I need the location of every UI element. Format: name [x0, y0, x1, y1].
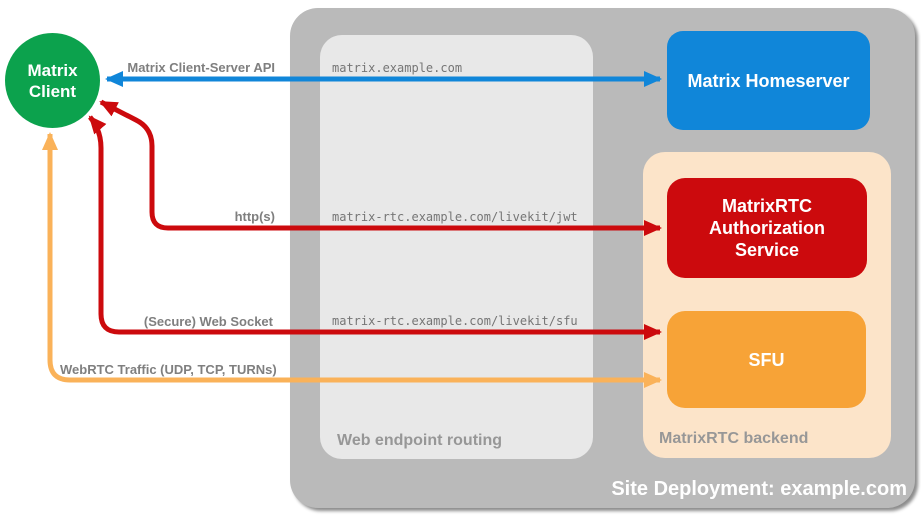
arrow-label-matrix-client-server-api: Matrix Client-Server API: [127, 60, 275, 75]
matrixrtc-backend-caption: MatrixRTC backend: [659, 430, 809, 447]
site-deployment-caption: Site Deployment: example.com: [611, 478, 907, 500]
arrow-label-https: http(s): [234, 209, 275, 224]
endpoint-livekit-sfu: matrix-rtc.example.com/livekit/sfu: [332, 314, 578, 328]
matrixrtc-authorization-service-node: MatrixRTC Authorization Service: [667, 178, 867, 278]
web-endpoint-routing-box: [320, 35, 593, 459]
matrix-homeserver-node: Matrix Homeserver: [667, 31, 870, 130]
matrix-client-label-line2: Client: [28, 81, 77, 101]
endpoint-matrix-example-com: matrix.example.com: [332, 61, 463, 75]
sfu-node: SFU: [667, 311, 866, 408]
matrix-homeserver-label: Matrix Homeserver: [687, 70, 850, 91]
arrow-label-secure-web-socket: (Secure) Web Socket: [143, 314, 273, 329]
matrixrtc-authorization-service-label: MatrixRTC Authorization Service: [709, 196, 825, 260]
endpoint-livekit-jwt: matrix-rtc.example.com/livekit/jwt: [332, 210, 578, 224]
sfu-label: SFU: [748, 349, 785, 370]
matrix-client-label-line1: Matrix: [27, 60, 78, 80]
web-endpoint-routing-caption: Web endpoint routing: [337, 432, 503, 449]
matrix-client-node: Matrix Client: [5, 33, 100, 128]
arrow-label-webrtc-traffic: WebRTC Traffic (UDP, TCP, TURNs): [60, 362, 277, 377]
